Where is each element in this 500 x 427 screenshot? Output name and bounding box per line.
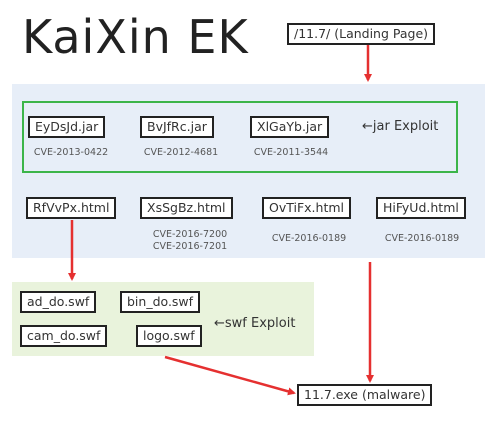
jar-exploit-label: ←jar Exploit (362, 119, 439, 134)
diagram-title: KaiXin EK (22, 10, 249, 64)
swf-file-logo: logo.swf (136, 325, 202, 347)
jar-file-eydsjd: EyDsJd.jar (28, 116, 106, 138)
swf-file-bin-do: bin_do.swf (120, 291, 201, 313)
html-cve-ovtifx: CVE-2016-0189 (271, 233, 347, 244)
jar-exploit-group (22, 101, 458, 173)
malware-box: 11.7.exe (malware) (297, 384, 433, 406)
landing-page-box: /11.7/ (Landing Page) (287, 23, 436, 45)
jar-cve-eydsjd: CVE-2013-0422 (33, 147, 109, 158)
html-page-ovtifx: OvTiFx.html (262, 197, 351, 219)
jar-cve-bvjfrc: CVE-2012-4681 (143, 147, 219, 158)
swf-file-ad-do: ad_do.swf (20, 291, 97, 313)
arrow-swf-to-malware (164, 355, 296, 396)
swf-exploit-label: ←swf Exploit (214, 316, 296, 331)
html-page-hifyud: HiFyUd.html (376, 197, 466, 219)
html-cve-xssgbz-2: CVE-2016-7201 (152, 241, 228, 252)
jar-cve-xlgayb: CVE-2011-3544 (253, 147, 329, 158)
swf-file-cam-do: cam_do.swf (20, 325, 108, 347)
html-page-xssgbz: XsSgBz.html (140, 197, 233, 219)
jar-file-xlgayb: XlGaYb.jar (250, 116, 330, 138)
html-cve-xssgbz-1: CVE-2016-7200 (152, 229, 228, 240)
jar-file-bvjfrc: BvJfRc.jar (140, 116, 214, 138)
html-cve-hifyud: CVE-2016-0189 (384, 233, 460, 244)
html-page-rfvvpx: RfVvPx.html (26, 197, 117, 219)
